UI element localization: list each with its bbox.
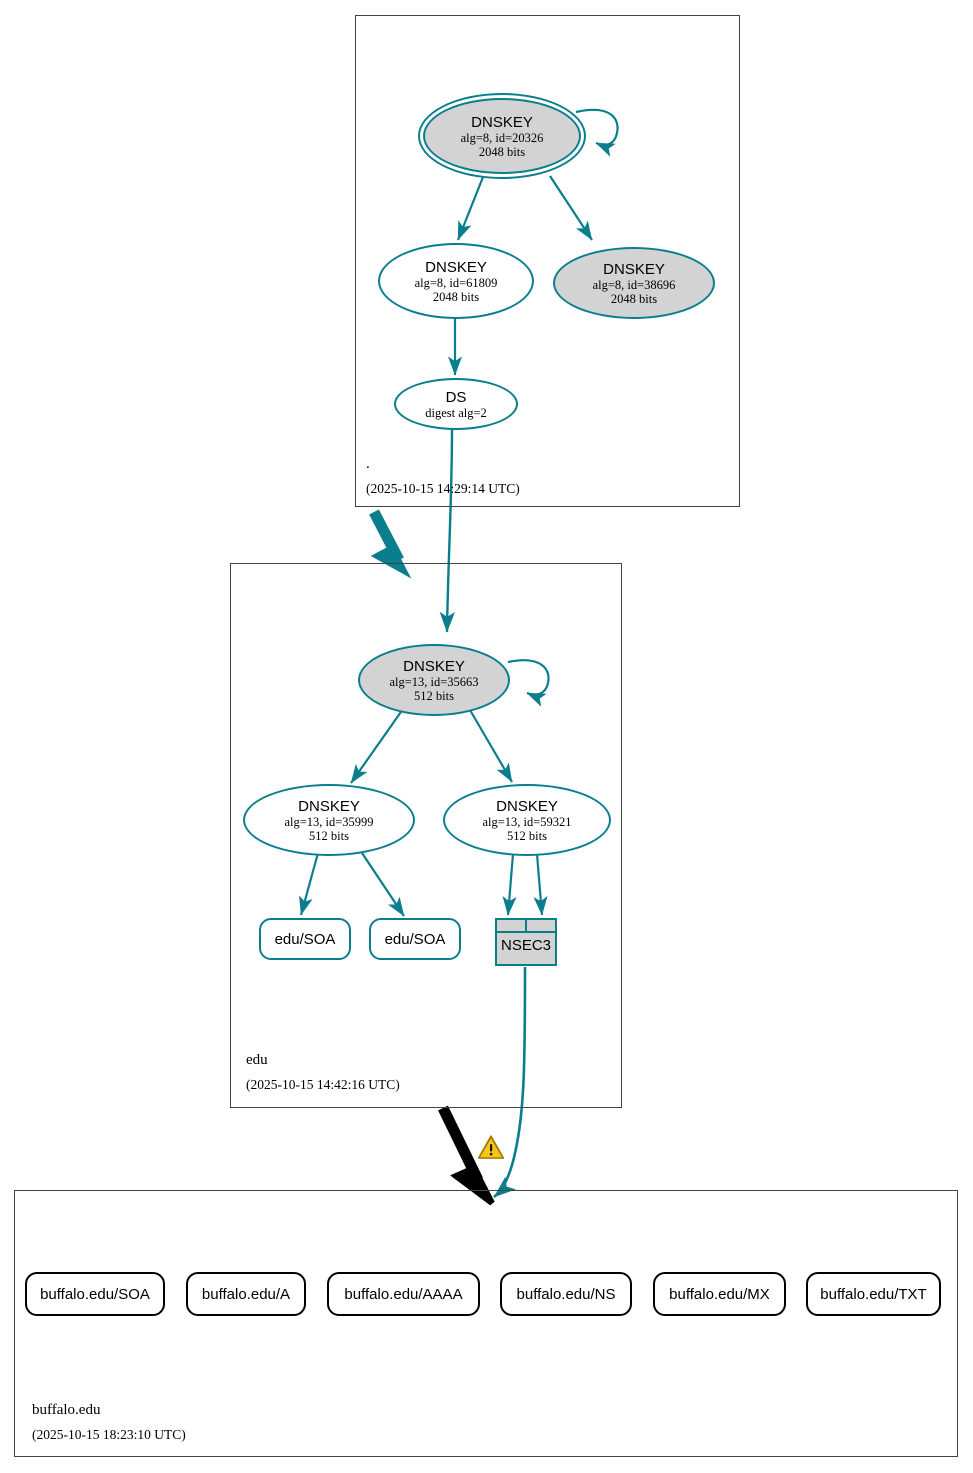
- node-dnskey-edu-zsk-59321[interactable]: DNSKEY alg=13, id=59321 512 bits: [443, 784, 611, 856]
- zone-box-buffalo: [14, 1190, 958, 1457]
- root-ksk-outer-ring: [418, 93, 586, 179]
- node-params: digest alg=2: [425, 405, 487, 420]
- node-size: 2048 bits: [478, 144, 526, 159]
- node-size: 512 bits: [414, 688, 454, 703]
- node-rrset-buffalo-2[interactable]: buffalo.edu/AAAA: [327, 1272, 480, 1316]
- node-nsec3-edu[interactable]: NSEC3: [495, 918, 557, 966]
- node-dnskey-root-ksk-20326[interactable]: DNSKEY alg=8, id=20326 2048 bits: [423, 98, 581, 174]
- node-title: DNSKEY: [603, 260, 665, 278]
- node-size: 512 bits: [507, 828, 547, 843]
- node-params: alg=13, id=35999: [284, 814, 374, 829]
- nsec3-cell-1: [497, 920, 525, 931]
- node-dnskey-root-zsk-38696[interactable]: DNSKEY alg=8, id=38696 2048 bits: [553, 247, 715, 319]
- node-rrset-edu-soa-2[interactable]: edu/SOA: [369, 918, 461, 960]
- node-params: alg=13, id=35663: [389, 674, 479, 689]
- edge-root-ksk-to-zsk61809: [456, 176, 485, 241]
- node-dnskey-edu-ksk-35663[interactable]: DNSKEY alg=13, id=35663 512 bits: [358, 644, 510, 716]
- node-title: DNSKEY: [471, 113, 533, 131]
- node-title: DNSKEY: [425, 258, 487, 276]
- node-size: 512 bits: [309, 828, 349, 843]
- node-title: DNSKEY: [298, 797, 360, 815]
- node-params: alg=13, id=59321: [482, 814, 572, 829]
- node-rrset-buffalo-1[interactable]: buffalo.edu/A: [186, 1272, 306, 1316]
- zone-label-edu: edu: [246, 1052, 268, 1068]
- node-dnskey-root-zsk-61809[interactable]: DNSKEY alg=8, id=61809 2048 bits: [378, 243, 534, 319]
- node-title: DNSKEY: [496, 797, 558, 815]
- edge-edu-zsk35999-to-soa1: [299, 852, 320, 916]
- node-dnskey-edu-zsk-35999[interactable]: DNSKEY alg=13, id=35999 512 bits: [243, 784, 415, 856]
- zone-timestamp-buffalo: (2025-10-15 18:23:10 UTC): [32, 1427, 186, 1442]
- edge-edu-ksk-self: [507, 659, 550, 707]
- zone-timestamp-root: (2025-10-15 14:29:14 UTC): [366, 481, 520, 496]
- edge-root-ksk-to-zsk38696: [549, 175, 593, 241]
- edge-edu-zsk59321-to-nsec3-a: [502, 853, 517, 916]
- nsec3-cell-2: [525, 920, 555, 931]
- node-size: 2048 bits: [610, 291, 658, 306]
- edge-edu-ksk-to-zsk35999: [350, 708, 404, 784]
- edge-ds-to-edu-ksk: [439, 427, 455, 633]
- edge-zone-edu-to-buffalo-head: [450, 1164, 495, 1206]
- node-rrset-buffalo-3[interactable]: buffalo.edu/NS: [500, 1272, 632, 1316]
- node-rrset-edu-soa-1[interactable]: edu/SOA: [259, 918, 351, 960]
- zone-label-buffalo: buffalo.edu: [32, 1402, 101, 1418]
- edge-root-ksk-self: [575, 108, 619, 157]
- node-rrset-buffalo-5[interactable]: buffalo.edu/TXT: [806, 1272, 941, 1316]
- warning-triangle-icon: [477, 1135, 505, 1159]
- edge-edu-zsk59321-to-nsec3-b: [533, 853, 548, 916]
- node-rrset-buffalo-0[interactable]: buffalo.edu/SOA: [25, 1272, 165, 1316]
- zone-box-root: [355, 15, 740, 507]
- node-size: 2048 bits: [432, 289, 480, 304]
- edge-edu-ksk-to-zsk59321: [469, 709, 513, 783]
- node-params: alg=8, id=20326: [460, 130, 544, 145]
- node-rrset-buffalo-4[interactable]: buffalo.edu/MX: [653, 1272, 786, 1316]
- node-params: alg=8, id=61809: [414, 275, 498, 290]
- nsec3-label: NSEC3: [500, 937, 552, 954]
- edge-edu-zsk35999-to-soa2: [361, 852, 405, 917]
- node-title: DNSKEY: [403, 657, 465, 675]
- zone-label-root: .: [366, 456, 370, 472]
- edge-nsec3-to-buffalo: [493, 966, 527, 1198]
- node-params: alg=8, id=38696: [592, 277, 676, 292]
- nsec3-cells: [497, 920, 555, 933]
- zone-timestamp-edu: (2025-10-15 14:42:16 UTC): [246, 1077, 400, 1092]
- node-title: DS: [445, 388, 467, 406]
- node-ds-root[interactable]: DS digest alg=2: [394, 378, 518, 430]
- zone-box-edu: [230, 563, 622, 1108]
